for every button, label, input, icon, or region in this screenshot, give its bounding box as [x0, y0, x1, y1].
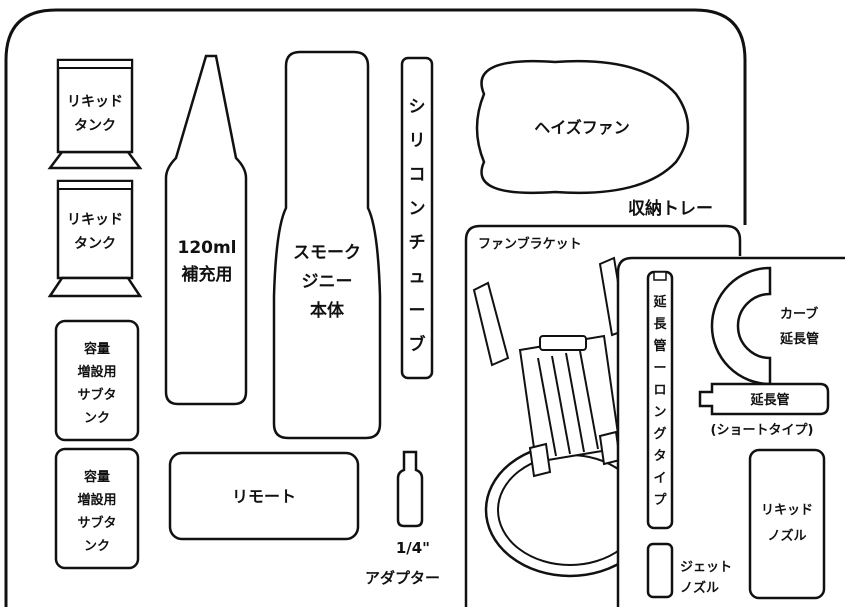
remote-label: リモート: [232, 487, 296, 506]
silicone-tube-label-char-8: ブ: [409, 334, 426, 355]
sub-tank-1-label-line1: 容量: [83, 341, 110, 357]
fan-bracket-label: ファンブラケット: [478, 236, 582, 252]
liquid-tank-1: リキッド タンク: [47, 58, 143, 170]
remote: リモート: [168, 451, 360, 541]
haze-fan-label: ヘイズファン: [534, 118, 630, 137]
sub-tank-2-label-line4: ンク: [84, 539, 110, 554]
sub-tank-2-label-line3: サブタ: [77, 515, 116, 531]
tray-label: 収納トレー: [628, 198, 713, 219]
fan-bracket-drawing: [472, 256, 656, 578]
liquid-tank-2-label-line2: タンク: [74, 236, 116, 252]
long-tube-label-char-5: ロ: [653, 383, 666, 398]
liquid-nozzle: [748, 448, 826, 600]
silicone-tube-label-char-3: コ: [409, 165, 426, 185]
smoke-genie-label-line1: スモーク: [293, 243, 361, 263]
smoke-genie-body: スモーク ジニー 本体: [272, 50, 382, 440]
long-tube-label-char-10: プ: [653, 493, 667, 508]
sub-tank-2: 容量 増設用 サブタ ンク: [54, 447, 140, 570]
long-tube-label-char-1: 延: [652, 294, 667, 310]
long-tube-label-char-8: タ: [653, 449, 666, 464]
long-tube-cap: [653, 271, 667, 281]
sub-tank-1-label-line4: ンク: [84, 411, 110, 426]
long-tube-label-char-2: 長: [653, 317, 667, 332]
liquid-tank-2: リキッド タンク: [47, 179, 143, 298]
long-tube-label-char-3: 管: [653, 338, 666, 354]
silicone-tube-label-char-6: ュ: [409, 267, 426, 287]
long-tube-label-char-4: ー: [653, 361, 666, 376]
jet-nozzle: [646, 542, 674, 599]
refill-bottle-label-line1: 120ml: [177, 238, 236, 258]
short-tube-label: 延長管: [749, 392, 789, 408]
liquid-nozzle-label-line1: リキッド: [761, 503, 813, 518]
long-tube: [646, 270, 674, 530]
long-tube-label-char-6: ン: [653, 405, 666, 420]
sub-tank-1: 容量 増設用 サブタ ンク: [54, 319, 140, 442]
short-tube: [698, 382, 830, 416]
liquid-tank-1-label-line1: リキッド: [67, 94, 123, 110]
case-outline: [4, 8, 747, 607]
sub-tank-1-label-line2: 増設用: [77, 364, 116, 380]
curve-tube-label-line2: 延長管: [779, 331, 819, 347]
silicone-tube-label-char-2: リ: [409, 131, 426, 151]
refill-bottle-label-line2: 補充用: [181, 264, 233, 285]
adapter-label-line2: アダプター: [365, 569, 440, 587]
silicone-tube-label-char-4: ン: [409, 199, 426, 219]
refill-bottle: 120ml 補充用: [164, 54, 248, 406]
adapter: 1/4" アダプター: [365, 450, 440, 587]
liquid-tank-1-label-line2: タンク: [74, 118, 116, 134]
sub-tank-2-label-line1: 容量: [83, 469, 110, 485]
adapter-label-line1: 1/4": [396, 539, 430, 557]
smoke-genie-label-line2: ジニー: [302, 272, 353, 292]
haze-fan: ヘイズファン: [475, 59, 690, 195]
smoke-genie-label-line3: 本体: [310, 300, 345, 321]
curve-tube-label-line1: カーブ: [780, 306, 818, 322]
sub-tank-2-label-line2: 増設用: [77, 492, 116, 508]
liquid-nozzle-label-line2: ノズル: [767, 528, 806, 544]
silicone-tube-label-char-7: ー: [409, 301, 426, 321]
long-tube-label-char-7: グ: [653, 426, 666, 442]
silicone-tube-label-char-1: シ: [409, 97, 426, 117]
silicone-tube-label-char-5: チ: [409, 233, 426, 253]
long-tube-label-char-9: イ: [653, 471, 666, 486]
sub-tank-1-label-line3: サブタ: [77, 387, 116, 403]
short-tube-subtitle: (ショートタイプ): [711, 423, 814, 438]
jet-nozzle-label-line1: ジェット: [680, 560, 732, 575]
liquid-tank-2-label-line1: リキッド: [67, 212, 123, 228]
jet-nozzle-label-line2: ノズル: [680, 580, 719, 596]
